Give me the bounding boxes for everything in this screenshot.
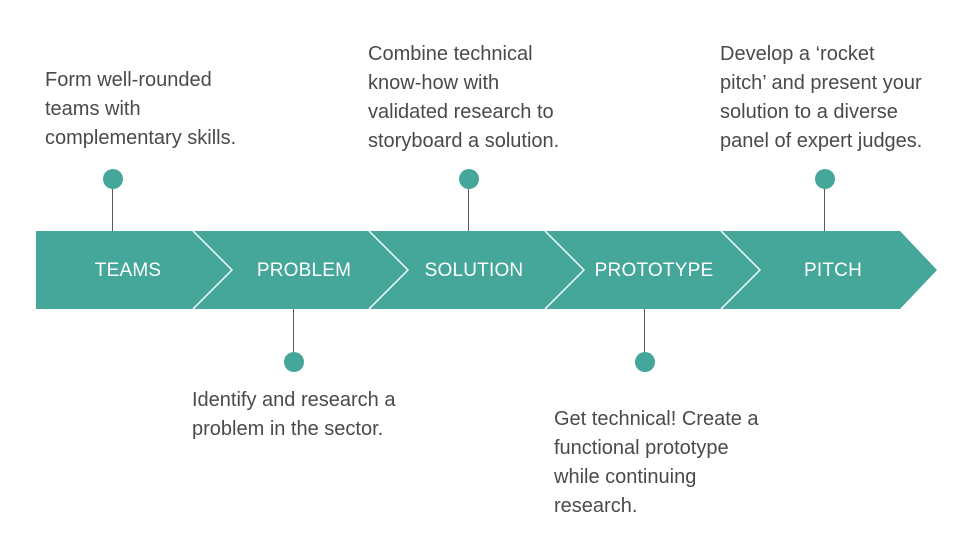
connector-line-pitch: [824, 189, 826, 231]
connector-line-teams: [112, 189, 114, 231]
chevron-divider-1: [192, 230, 233, 310]
milestone-dot-pitch: [815, 169, 835, 189]
step-label-solution: SOLUTION: [424, 260, 524, 281]
chevron-divider-4: [720, 230, 761, 310]
milestone-dot-problem: [284, 352, 304, 372]
arrow-band-shape: [36, 231, 937, 309]
connector-line-problem: [293, 309, 295, 352]
step-label-pitch: PITCH: [804, 260, 862, 281]
connector-line-solution: [468, 189, 470, 231]
chevron-divider-2: [368, 230, 409, 310]
step-description-problem: Identify and research a problem in the s…: [192, 389, 396, 440]
step-label-prototype: PROTOTYPE: [594, 260, 714, 281]
connector-line-prototype: [644, 309, 646, 352]
step-description-pitch: Develop a ‘rocket pitch’ and present you…: [720, 43, 923, 152]
milestone-dot-teams: [103, 169, 123, 189]
chevron-divider-3: [544, 230, 585, 310]
milestone-dot-prototype: [635, 352, 655, 372]
step-description-prototype: Get technical! Create a functional proto…: [554, 408, 759, 517]
step-label-problem: PROBLEM: [256, 260, 352, 281]
step-description-solution: Combine technical know-how with validate…: [368, 43, 560, 152]
step-description-teams: Form well-rounded teams with complementa…: [45, 69, 237, 149]
step-label-teams: TEAMS: [94, 260, 162, 281]
milestone-dot-solution: [459, 169, 479, 189]
